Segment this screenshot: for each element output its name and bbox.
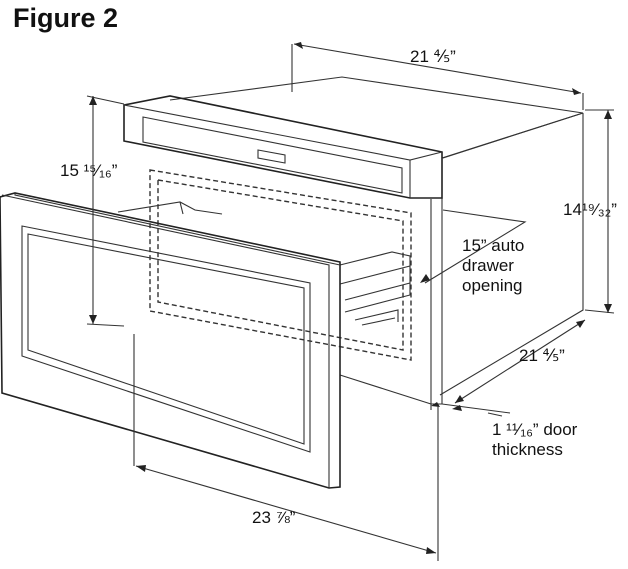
control-panel [123, 95, 443, 199]
top-width-label: 21 ⅘” [410, 47, 456, 66]
left-height-label: 15 ¹⁵⁄₁₆” [60, 161, 118, 180]
right-height-label: 14¹⁹⁄₃₂” [563, 200, 617, 219]
dimension-lines [86, 42, 615, 561]
drawer-door [0, 192, 341, 489]
drawer-box [117, 201, 411, 326]
figure-title: Figure 2 [13, 3, 119, 33]
depth-label: 21 ⅘” [519, 346, 565, 365]
door-thickness-label: 1 ¹¹⁄₁₆” door thickness [492, 420, 578, 459]
cabinet-body [169, 76, 584, 405]
drawer-opening-label: 15” auto drawer opening [462, 236, 525, 295]
front-width-label: 23 ⅞” [252, 508, 296, 527]
drawer-opening-outline [149, 169, 412, 361]
